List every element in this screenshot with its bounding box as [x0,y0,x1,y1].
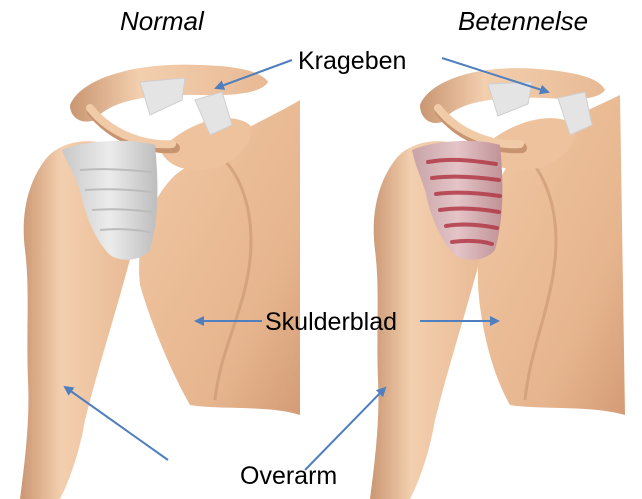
title-normal: Normal [120,6,204,36]
arrow-overarm-right [305,388,385,470]
shoulder-inflamed [370,68,625,499]
title-inflamed: Betennelse [458,6,588,36]
ligament-normal [140,78,185,115]
label-shoulder-blade: Skulderblad [265,307,397,337]
shoulder-normal [20,65,300,499]
ligament-inflamed [488,82,532,116]
label-upper-arm: Overarm [240,461,337,491]
label-collarbone: Krageben [298,46,406,76]
